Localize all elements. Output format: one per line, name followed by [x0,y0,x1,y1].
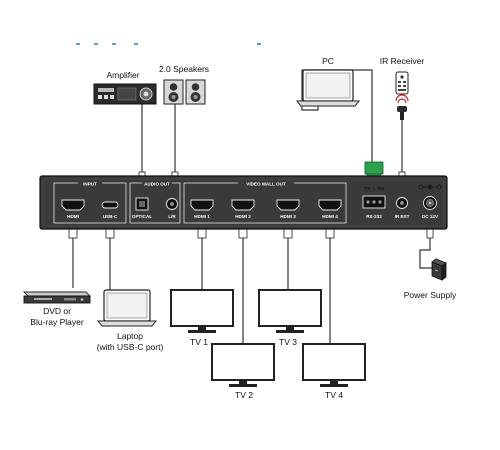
port-label-dc12v: DC 12V [422,214,439,219]
power-supply-label: Power Supply [404,290,457,300]
laptop-label-line1: Laptop [117,331,143,341]
port-label-hdmi: HDMI [67,214,79,219]
rs232-rx-label: RX [378,186,385,192]
hdmi4-out-port [318,199,342,211]
rs232-ground-symbol: ⏚ [372,185,377,192]
dvd-label-line2: Blu-ray Player [30,317,84,327]
tv-3 [258,289,322,333]
hdmi3-out-port [276,199,300,211]
section-audio-out-label: AUDIO OUT [144,182,170,187]
port-label-hdmi2: HDMI 2 [235,214,251,219]
usbc-port [101,201,119,209]
dc-polarity-icon [418,184,442,190]
pc-label: PC [322,56,334,66]
hdmi-in-port [61,199,85,211]
dvd-label-line1: DVD or [43,306,71,316]
hdmi1-out-port [190,199,214,211]
tv-2 [211,343,275,387]
port-label-lr: L/R [168,214,176,219]
hdmi2-out-port [231,199,255,211]
tv3-label: TV 3 [279,337,297,347]
cables [72,69,432,344]
speakers [163,79,206,105]
tv1-label: TV 1 [190,337,208,347]
rs232-tx-label: TX [364,186,371,192]
section-video-wall-out-label: VIDEO WALL OUT [246,182,286,187]
tv2-label: TV 2 [235,390,253,400]
port-label-rs232: RS-232 [366,214,382,219]
tv4-label: TV 4 [325,390,343,400]
port-label-optical: OPTICAL [132,214,152,219]
section-input-label: INPUT [83,182,97,187]
power-supply [431,258,447,281]
ir-receiver [395,71,409,120]
laptop-label-line2: (with USB-C port) [97,342,164,352]
port-label-hdmi3: HDMI 3 [280,214,296,219]
ports [61,195,437,211]
amplifier-label: Amplifier [106,70,139,80]
port-label-ir-ext: IR EXT [395,214,410,219]
port-label-hdmi4: HDMI 4 [322,214,338,219]
pc-laptop-icon [295,69,361,107]
port-label-usbc: USB-C [103,214,118,219]
port-label-hdmi1: HDMI 1 [194,214,210,219]
speakers-label: 2.0 Speakers [159,64,209,74]
laptop-usbc [96,289,158,327]
tv-4 [302,343,366,387]
amplifier [93,83,157,105]
tv-1 [170,289,234,333]
dvd-player [22,291,92,304]
ir-receiver-label: IR Receiver [380,56,425,66]
